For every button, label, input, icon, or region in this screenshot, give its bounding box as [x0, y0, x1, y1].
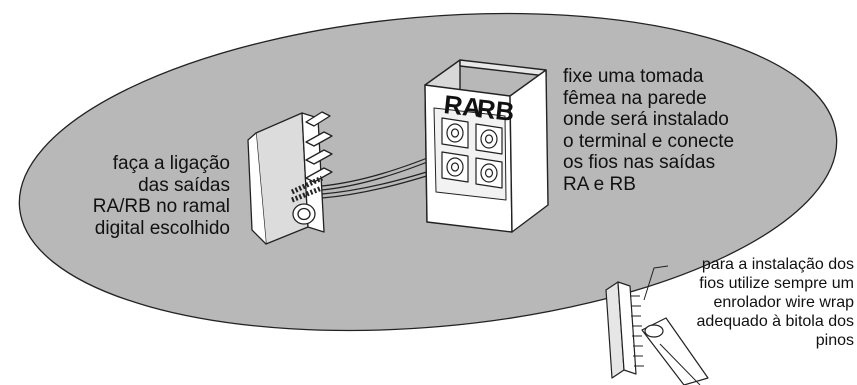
text-line: RA e RB: [563, 173, 636, 195]
right-instruction-text: fixe uma tomada fêmea na parede onde ser…: [563, 66, 763, 195]
text-line: RA/RB no ramal: [92, 196, 230, 217]
tool-instruction-text: para a instalação dos fios utilize sempr…: [662, 255, 854, 350]
text-line: das saídas: [138, 174, 230, 196]
text-line: fios utilize sempre um: [699, 275, 854, 292]
wire-wrap-tool: [605, 265, 709, 385]
left-instruction-text: faça a ligação das saídas RA/RB no ramal…: [62, 153, 230, 239]
socket-label-ra: RA: [442, 89, 483, 123]
text-line: digital escolhido: [94, 217, 230, 239]
socket-label-rb: RB: [475, 93, 515, 127]
extension-connector: [247, 111, 333, 245]
text-line: pinos: [815, 332, 854, 349]
text-line: enrolador wire wrap: [713, 294, 854, 311]
text-line: fixe uma tomada: [563, 66, 704, 87]
text-line: adequado à bitola dos: [696, 313, 854, 330]
text-line: faça a ligação: [112, 153, 230, 174]
text-line: onde será instalado: [563, 109, 729, 130]
text-line: os fios nas saídas: [563, 152, 716, 173]
text-line: o terminal e conecte: [563, 130, 735, 152]
wall-socket: [424, 59, 549, 233]
text-line: fêmea na parede: [563, 87, 707, 109]
text-line: para a instalação dos: [701, 256, 854, 273]
